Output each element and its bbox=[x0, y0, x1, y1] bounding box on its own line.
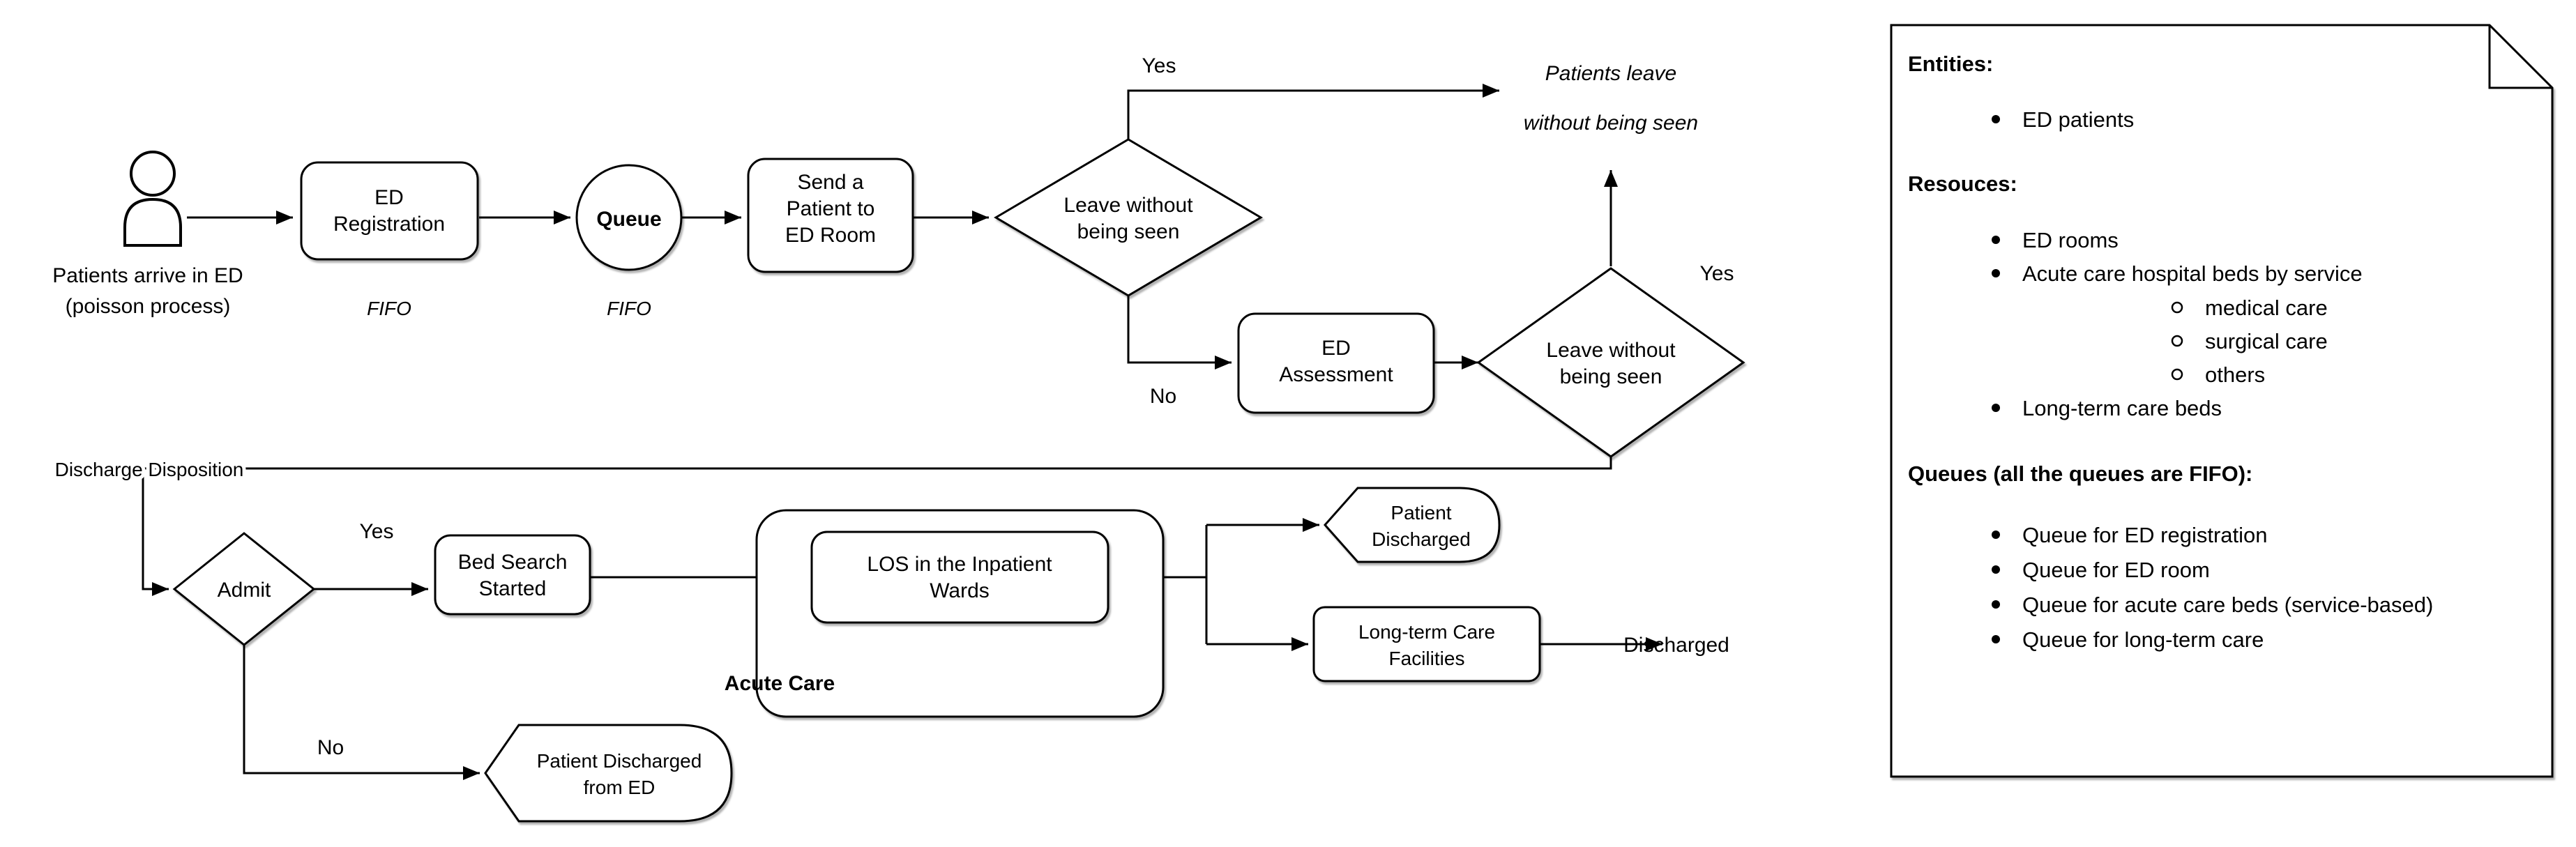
notes-panel bbox=[1890, 24, 2554, 778]
notes-queues-item-2: Queue for ED room bbox=[2022, 558, 2210, 582]
folded-corner-icon bbox=[2488, 25, 2552, 89]
patient-discharged-label-line1: Patient bbox=[1391, 502, 1451, 524]
notes-queues-item-1: Queue for ED registration bbox=[2022, 523, 2268, 547]
admit-label: Admit bbox=[218, 579, 271, 602]
queue-label: Queue bbox=[596, 208, 661, 231]
lwbs2-yes-label: Yes bbox=[1700, 262, 1734, 285]
send-patient-label-line1: Send a bbox=[797, 171, 863, 194]
lwbs1-label-line1: Leave without bbox=[1063, 194, 1193, 217]
notes-resources-item-2: Acute care hospital beds by service bbox=[2022, 261, 2363, 286]
ed-registration-box bbox=[300, 161, 479, 261]
notes-resources-subitem-1: medical care bbox=[2205, 296, 2328, 320]
sub-bullet-icon bbox=[2171, 368, 2183, 381]
bullet-icon bbox=[1992, 236, 2000, 244]
ed-assessment-box bbox=[1237, 312, 1435, 414]
ed-assessment-label-line2: Assessment bbox=[1279, 363, 1393, 386]
connector-discharge-disposition bbox=[142, 457, 1612, 596]
lwbs-diamond-2 bbox=[1476, 267, 1745, 458]
queue-circle bbox=[575, 164, 683, 271]
patient-discharged-ed-shape bbox=[484, 724, 733, 823]
notes-queues-item-3: Queue for acute care beds (service-based… bbox=[2022, 593, 2433, 617]
ed-registration-label-line1: ED bbox=[374, 186, 404, 209]
bullet-icon bbox=[1992, 115, 2000, 123]
sub-bullet-icon bbox=[2171, 335, 2183, 347]
connector-admit-no-to-discharged-ed bbox=[243, 645, 480, 780]
send-patient-label-line2: Patient to bbox=[787, 197, 875, 220]
fifo-label-registration: FIFO bbox=[367, 298, 411, 319]
bullet-icon bbox=[1992, 565, 2000, 574]
notes-resources-item-1: ED rooms bbox=[2022, 228, 2119, 252]
notes-queues-header: Queues (all the queues are FIFO): bbox=[1908, 461, 2252, 486]
notes-resources-subitem-3: others bbox=[2205, 363, 2265, 387]
discharged-label: Discharged bbox=[1623, 634, 1729, 657]
bullet-icon bbox=[1992, 600, 2000, 609]
lwbs1-yes-label: Yes bbox=[1142, 54, 1176, 77]
patient-discharged-shape bbox=[1323, 487, 1501, 563]
connector-lwbs1-yes-to-leave bbox=[1127, 84, 1499, 139]
patient-discharged-ed-label-line1: Patient Discharged bbox=[537, 750, 702, 772]
lwbs1-no-label: No bbox=[1150, 385, 1176, 408]
bed-search-label-line1: Bed Search bbox=[458, 551, 568, 574]
arrival-label-line1: Patients arrive in ED bbox=[52, 264, 243, 287]
admit-yes-label: Yes bbox=[360, 520, 394, 543]
lwbs2-label-line1: Leave without bbox=[1546, 339, 1676, 362]
person-icon bbox=[123, 151, 182, 247]
admit-no-label: No bbox=[317, 736, 344, 759]
longterm-care-label-line1: Long-term Care bbox=[1358, 621, 1495, 643]
acute-care-label: Acute Care bbox=[725, 672, 835, 695]
ed-assessment-label-line1: ED bbox=[1321, 337, 1351, 360]
bullet-icon bbox=[1992, 531, 2000, 539]
fifo-label-queue: FIFO bbox=[607, 298, 651, 319]
los-label-line2: Wards bbox=[930, 579, 990, 602]
lwbs-diamond-1 bbox=[994, 138, 1263, 297]
patient-discharged-label-line2: Discharged bbox=[1372, 528, 1471, 550]
sub-bullet-icon bbox=[2171, 301, 2183, 314]
arrival-label-line2: (poisson process) bbox=[66, 295, 231, 318]
send-patient-label-line3: ED Room bbox=[785, 224, 876, 247]
notes-resources-header: Resouces: bbox=[1908, 171, 2017, 196]
bed-search-label-line2: Started bbox=[479, 577, 547, 600]
notes-queues-item-4: Queue for long-term care bbox=[2022, 627, 2264, 652]
longterm-care-box bbox=[1312, 606, 1541, 682]
connector-lwbs1-no-to-assessment bbox=[1127, 296, 1232, 369]
notes-resources-subitem-2: surgical care bbox=[2205, 329, 2328, 353]
los-inpatient-box bbox=[810, 531, 1109, 624]
bullet-icon bbox=[1992, 404, 2000, 412]
bed-search-box bbox=[434, 534, 591, 616]
patients-leave-label-line2: without being seen bbox=[1524, 112, 1698, 135]
admit-diamond bbox=[172, 532, 316, 646]
notes-document-shape bbox=[1890, 24, 2554, 778]
los-label-line1: LOS in the Inpatient bbox=[867, 553, 1052, 576]
bullet-icon bbox=[1992, 635, 2000, 643]
notes-entities-item: ED patients bbox=[2022, 107, 2134, 132]
send-patient-box bbox=[747, 158, 914, 273]
notes-entities-header: Entities: bbox=[1908, 52, 1993, 76]
longterm-care-label-line2: Facilities bbox=[1389, 648, 1465, 669]
lwbs1-label-line2: being seen bbox=[1077, 220, 1180, 243]
lwbs2-label-line2: being seen bbox=[1560, 365, 1662, 388]
patients-leave-label-line1: Patients leave bbox=[1545, 62, 1676, 85]
notes-resources-item-3: Long-term care beds bbox=[2022, 396, 2222, 420]
bullet-icon bbox=[1992, 269, 2000, 277]
patient-discharged-ed-label-line2: from ED bbox=[584, 777, 656, 798]
ed-registration-label-line2: Registration bbox=[333, 213, 445, 236]
discharge-disposition-label: Discharge Disposition bbox=[55, 459, 244, 480]
